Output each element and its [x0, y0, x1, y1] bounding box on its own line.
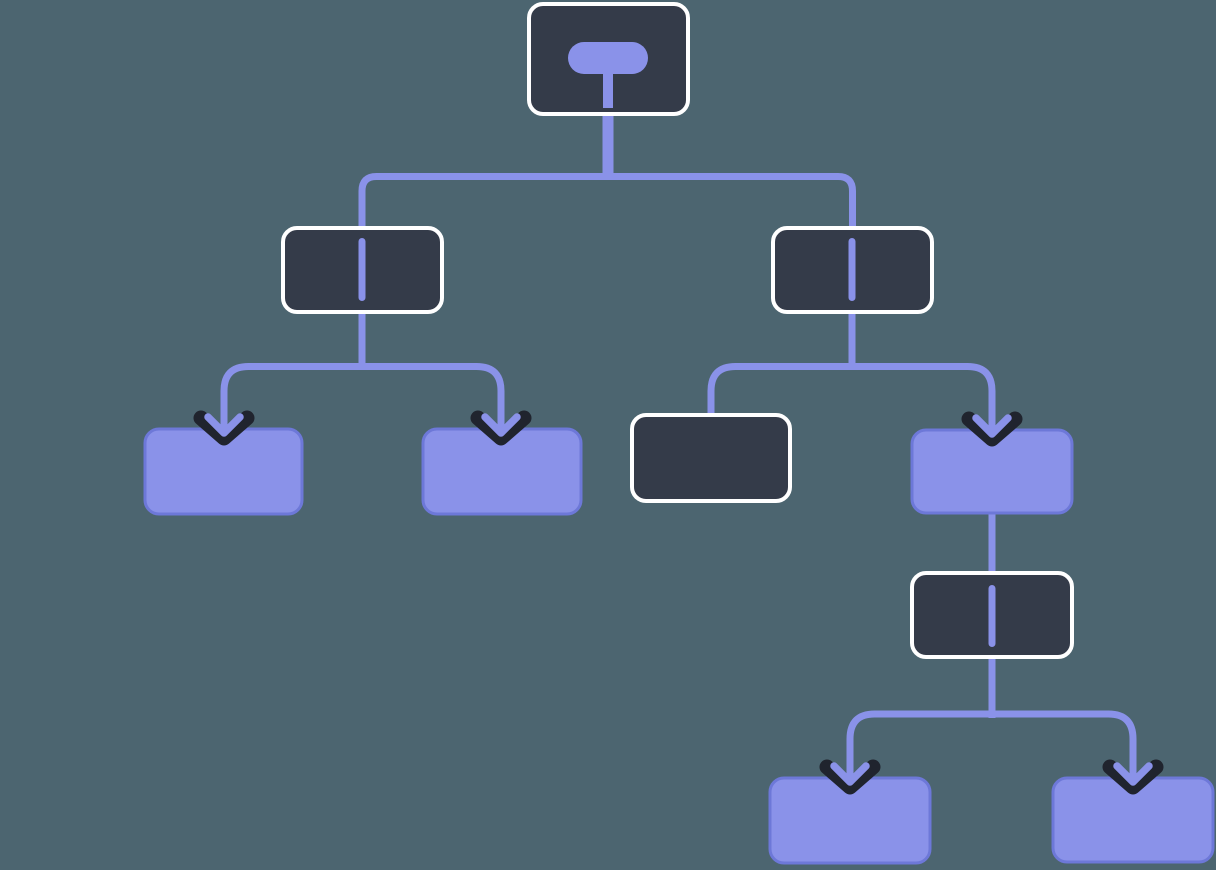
chevron-down-icon: [1113, 762, 1153, 786]
connector-layer: [220, 110, 1137, 757]
root-pill-icon: [568, 42, 648, 74]
chevron-down-icon: [204, 413, 244, 437]
vertical-line-icon: [988, 585, 996, 647]
chevron-backing-icon: [961, 411, 1023, 447]
vertical-line-icon: [358, 238, 366, 301]
chevron-down-icon: [830, 762, 870, 786]
chevron-backing-icon: [1102, 759, 1164, 795]
arrow-into-leaf-mid-left: [470, 405, 532, 446]
chevron-backing-icon: [819, 759, 881, 795]
node-plain-dark[interactable]: [630, 413, 792, 503]
chevron-backing-icon: [470, 410, 532, 446]
arrow-into-leaf-bottom-right: [1102, 750, 1164, 795]
node-layer: [143, 2, 1215, 865]
edge-branch-deep-split-bar: [846, 710, 1137, 757]
root-pill-stem: [603, 70, 613, 108]
chevron-down-icon: [972, 414, 1012, 438]
glyph-layer: [358, 42, 996, 647]
edge-branch-left-split-bar: [220, 363, 505, 410]
edge-root-split-bar: [358, 173, 856, 229]
vertical-line-icon: [848, 238, 856, 301]
arrow-into-leaf-bottom-left: [819, 750, 881, 795]
arrow-into-target-right: [961, 405, 1023, 447]
arrow-layer: [193, 405, 1164, 795]
arrow-into-leaf-far-left: [193, 405, 255, 446]
edge-branch-right-split-bar: [707, 363, 996, 416]
chevron-down-icon: [481, 413, 521, 437]
chevron-backing-icon: [193, 410, 255, 446]
